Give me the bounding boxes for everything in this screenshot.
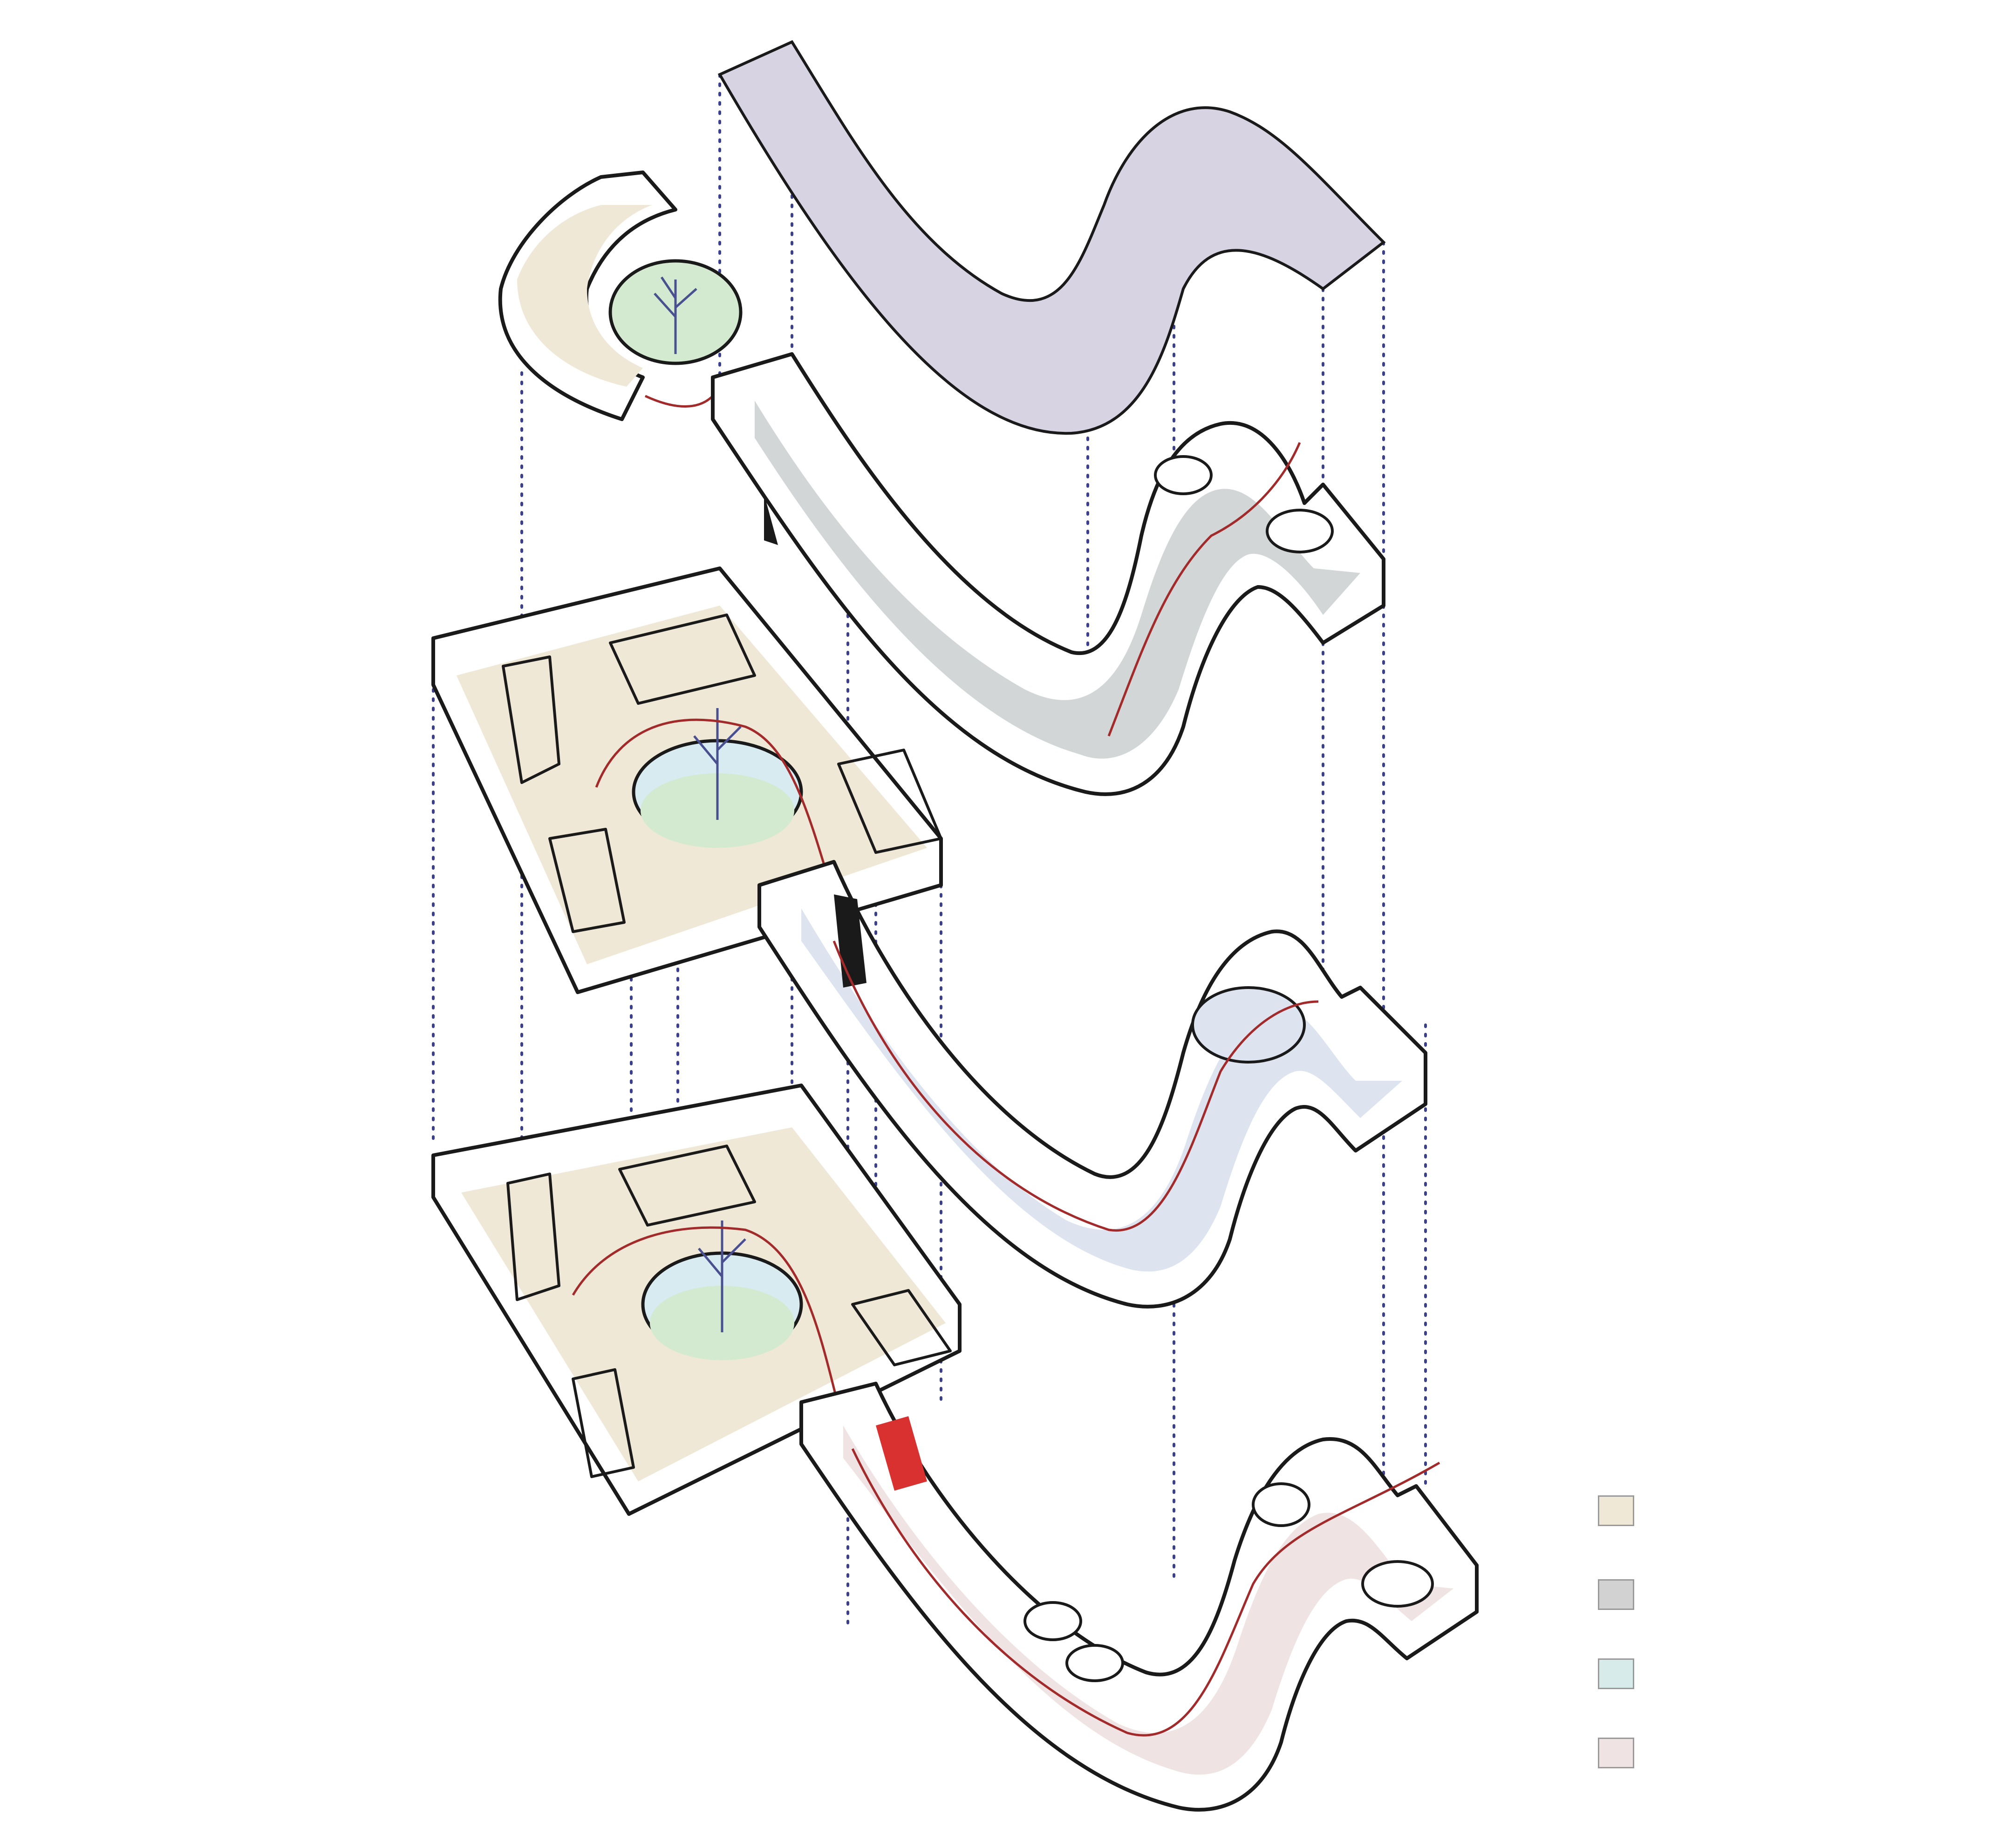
legend-item [1598,1579,1738,1621]
legend-swatch [1598,1579,1634,1610]
legend-swatch [1598,1738,1634,1768]
legend-item [1598,1658,1738,1700]
legend-item [1598,1738,1738,1780]
upper-floor-level [498,170,1385,796]
legend-swatch [1598,1658,1634,1689]
ground-floor-level [431,1084,1479,1812]
middle-floor-level [431,566,1427,1309]
legend-item [1598,1495,1738,1537]
tree-icon [693,708,742,820]
legend-swatch [1598,1495,1634,1526]
tree-icon [698,1221,746,1332]
roof-level [717,40,1386,435]
tree-icon [654,276,697,354]
